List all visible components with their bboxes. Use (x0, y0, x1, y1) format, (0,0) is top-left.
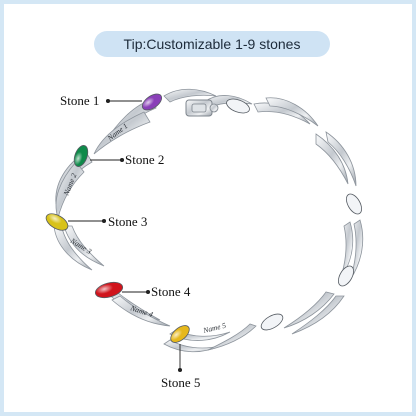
bracelet-left-links (53, 98, 231, 353)
callout-stone-4: Stone 4 (151, 284, 191, 299)
clear-stone-gem (346, 193, 362, 215)
bracelet-right-links (163, 88, 364, 351)
tip-banner-text: Tip:Customizable 1-9 stones (123, 36, 301, 52)
clear-stone-gem (338, 265, 354, 287)
callout-leaders (68, 98, 183, 373)
bracelet-clasp (185, 99, 219, 117)
clear-stone-gem (226, 98, 250, 114)
bracelet-illustration: Name 1 Name 2 Name 3 Name 4 Name 5 Stone… (45, 88, 364, 390)
gemstones (45, 93, 362, 343)
callout-stone-2: Stone 2 (125, 152, 164, 167)
callout-labels: Stone 1 Stone 2 Stone 3 Stone 4 Stone 5 (60, 93, 200, 390)
callout-stone-1: Stone 1 (60, 93, 99, 108)
callout-stone-3: Stone 3 (108, 214, 147, 229)
clear-stone-gem (260, 313, 284, 331)
engraving-name-5: Name 5 (201, 321, 227, 336)
callout-stone-5: Stone 5 (161, 375, 200, 390)
tip-banner: Tip:Customizable 1-9 stones (94, 31, 330, 57)
